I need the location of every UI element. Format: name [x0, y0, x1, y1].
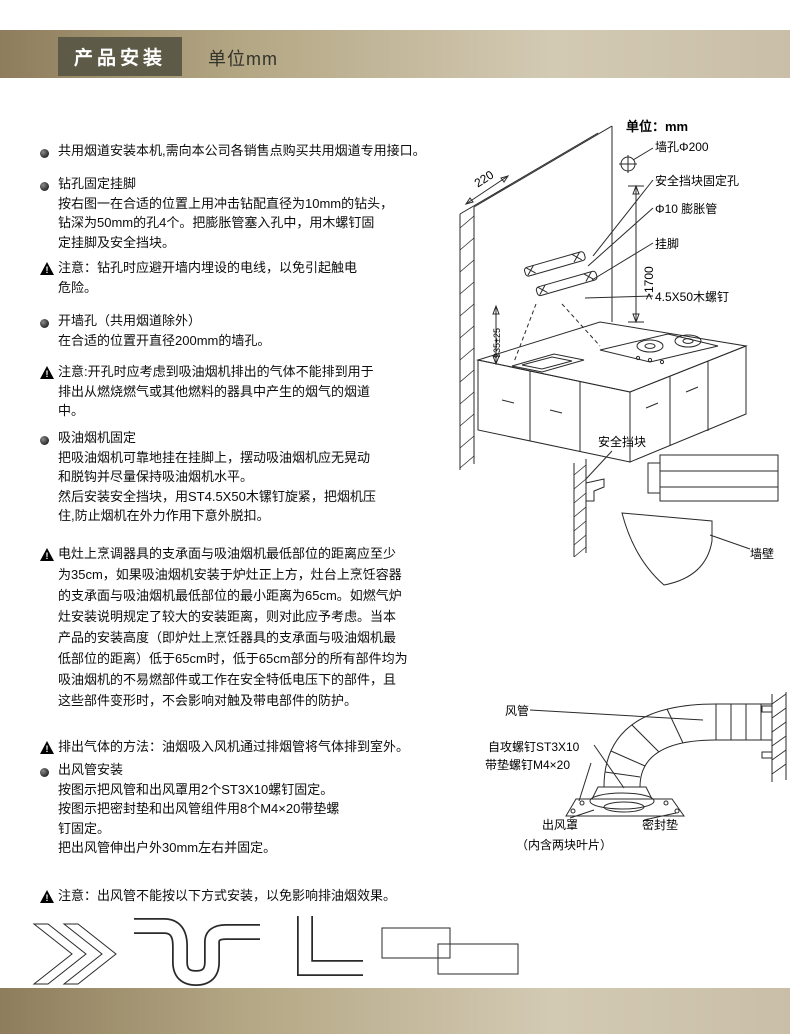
- duct-assembly-diagram: 风管 自攻螺钉ST3X10 带垫螺钉M4×20 出风罩 （内含两块叶片） 密封垫: [478, 692, 790, 872]
- instruction-line: 钻孔固定挂脚: [58, 176, 137, 191]
- instruction-line: 住,防止烟机在外力作用下意外脱扣。: [58, 508, 270, 523]
- instruction-line: 排出气体的方法：油烟吸入风机通过排烟管将气体排到室外。: [58, 739, 410, 754]
- seal-gasket-label: 密封垫: [642, 818, 679, 832]
- instruction-line: 钻深为50mm的孔4个。把膨胀管塞入孔中，用木螺钉固: [58, 215, 375, 230]
- washer-screw-label: 带垫螺钉M4×20: [485, 758, 571, 772]
- duct-assembly-drawing: [529, 692, 787, 821]
- instruction-line: 产品的安装高度（即炉灶上烹饪器具的支承面与吸油烟机最: [58, 630, 397, 645]
- instruction-line: 危险。: [58, 279, 98, 295]
- instruction-line: 注意：钻孔时应避开墙内埋设的电线，以免引起触电: [58, 260, 358, 275]
- misaligned-drawing: [381, 927, 519, 975]
- sharp-elbow-drawing: [297, 916, 363, 976]
- instruction-line: 然后安装安全挡块，用ST4.5X50木镙钉旋紧，把烟机压: [58, 488, 376, 504]
- bullet-icon: [40, 182, 49, 191]
- warning-icon: [40, 366, 55, 379]
- instruction-line: 吸油烟机固定: [58, 430, 137, 445]
- instruction-line: 钉固定。: [58, 820, 111, 836]
- instruction-line: 共用烟道安装本机,需向本公司各销售点购买共用烟道专用接口。: [58, 143, 426, 158]
- invalid-duct-figure-misaligned: [378, 922, 523, 982]
- instruction-line: 中。: [58, 403, 85, 418]
- utrap-drawing: [134, 918, 260, 987]
- instruction-line: 按右图一在合适的位置上用冲击钻配直径为10mm的钻头，: [58, 195, 394, 211]
- instruction-shared-flue: 共用烟道安装本机,需向本公司各销售点购买共用烟道专用接口。: [40, 141, 484, 161]
- instruction-line: 注意:开孔时应考虑到吸油烟机排出的气体不能排到用于: [58, 364, 374, 379]
- warning-icon: [40, 890, 55, 903]
- invalid-duct-figure-sharp-elbow: [283, 910, 368, 995]
- instruction-line: 灶安装说明规定了较大的安装距离，则对此应予考虑。当本: [58, 609, 397, 624]
- dimension-1700-label: >1700: [642, 266, 656, 300]
- instruction-line: 把吸油烟机可靠地挂在挂脚上，摆动吸油烟机应无晃动: [58, 449, 371, 465]
- expansion-tube-label: Φ10 膨胀管: [655, 202, 718, 216]
- instruction-line: 注意：出风管不能按以下方式安装，以免影响排油烟效果。: [58, 888, 397, 903]
- instruction-wall-hole: 开墙孔（共用烟道除外） 在合适的位置开直径200mm的墙孔。: [40, 311, 484, 350]
- instruction-hood-fixing: 吸油烟机固定 把吸油烟机可靠地挂在挂脚上，摆动吸油烟机应无晃动 和脱钩并尽量保持…: [40, 428, 484, 526]
- instruction-line: 排出从燃烧燃气或其他燃料的器具中产生的烟气的烟道: [58, 383, 371, 399]
- section-title-badge: 产品安装: [58, 37, 183, 76]
- wall-label: 墙壁: [750, 547, 775, 561]
- footer-bar: [0, 988, 790, 1034]
- instruction-line: 为35cm，如果吸油烟机安装于炉灶正上方，灶台上烹饪容器: [58, 567, 402, 582]
- outlet-cover-note-label: （内含两块叶片）: [516, 838, 613, 852]
- duct-label: 风管: [505, 704, 530, 718]
- instruction-line: 这些部件变形时，不会影响对触及带电部件的防护。: [58, 693, 358, 708]
- instruction-line: 吸油烟机的不易燃部件或工作在安全特低电压下的部件，且: [58, 672, 397, 687]
- dimension-935-label: 935±25: [492, 328, 502, 358]
- instruction-line: 电灶上烹调器具的支承面与吸油烟机最低部位的距离应至少: [58, 546, 397, 561]
- instruction-duct-install: 出风管安装 按图示把风管和出风罩用2个ST3X10螺钉固定。 按图示把密封垫和出…: [40, 760, 484, 858]
- instruction-line: 低部位的距离）低于65cm时，低于65cm部分的所有部件均为: [58, 651, 408, 666]
- instruction-line: 按图示把风管和出风罩用2个ST3X10螺钉固定。: [58, 781, 334, 797]
- instruction-line: 和脱钩并尽量保持吸油烟机水平。: [58, 469, 254, 484]
- safety-block-drawing: [573, 450, 779, 586]
- invalid-duct-figure-chevrons: [28, 918, 123, 990]
- warning-icon: [40, 741, 55, 754]
- tapping-screw-label: 自攻螺钉ST3X10: [488, 740, 580, 754]
- instruction-line: 在合适的位置开直径200mm的墙孔。: [58, 332, 271, 348]
- wall-installation-diagram: 单位：mm 墙孔Φ200 安全挡块固定孔 Φ10 膨胀管 挂脚 4.5X50木螺…: [450, 108, 790, 480]
- instruction-line: 定挂脚及安全挡块。: [58, 234, 176, 250]
- hook-label: 挂脚: [655, 237, 680, 251]
- safety-block-diagram: 安全挡块 墙壁: [560, 425, 790, 593]
- outlet-cover-label: 出风罩: [542, 818, 579, 832]
- safety-block-label: 安全挡块: [598, 435, 647, 449]
- bullet-icon: [40, 319, 49, 328]
- wood-screw-label: 4.5X50木螺钉: [655, 290, 730, 304]
- bullet-icon: [40, 149, 49, 158]
- warning-exhaust-method: 排出气体的方法：油烟吸入风机通过排烟管将气体排到室外。: [40, 737, 484, 757]
- unit-note: 单位mm: [208, 49, 278, 69]
- wall-hole-label: 墙孔Φ200: [655, 140, 709, 154]
- warning-icon: [40, 262, 55, 275]
- chevrons-drawing: [32, 923, 117, 985]
- instruction-line: 出风管安装: [58, 762, 124, 777]
- safety-block-holes-label: 安全挡块固定孔: [655, 174, 740, 188]
- instruction-line: 把出风管伸出户外30mm左右并固定。: [58, 840, 277, 855]
- warning-exhaust-gas: 注意:开孔时应考虑到吸油烟机排出的气体不能排到用于 排出从燃烧燃气或其他燃料的器…: [40, 362, 484, 421]
- instruction-line: 按图示把密封垫和出风管组件用8个M4×20带垫螺: [58, 801, 340, 816]
- warning-mounting-distance: 电灶上烹调器具的支承面与吸油烟机最低部位的距离应至少 为35cm，如果吸油烟机安…: [40, 543, 484, 711]
- instruction-line: 开墙孔（共用烟道除外）: [58, 313, 202, 328]
- bullet-icon: [40, 768, 49, 777]
- instruction-line: 的支承面与吸油烟机最低部位的最小距离为65cm。如燃气炉: [58, 588, 402, 603]
- warning-wrong-duct-install: 注意：出风管不能按以下方式安装，以免影响排油烟效果。: [40, 886, 484, 906]
- warning-icon: [40, 548, 55, 561]
- invalid-duct-figure-utrap: [128, 912, 268, 994]
- diagram-unit-label: 单位：mm: [626, 119, 689, 134]
- warning-electric-wires: 注意：钻孔时应避开墙内埋设的电线，以免引起触电 危险。: [40, 258, 484, 297]
- instruction-drill-holes: 钻孔固定挂脚 按右图一在合适的位置上用冲击钻配直径为10mm的钻头， 钻深为50…: [40, 174, 484, 252]
- bullet-icon: [40, 436, 49, 445]
- wall-installation-drawing: [459, 125, 748, 470]
